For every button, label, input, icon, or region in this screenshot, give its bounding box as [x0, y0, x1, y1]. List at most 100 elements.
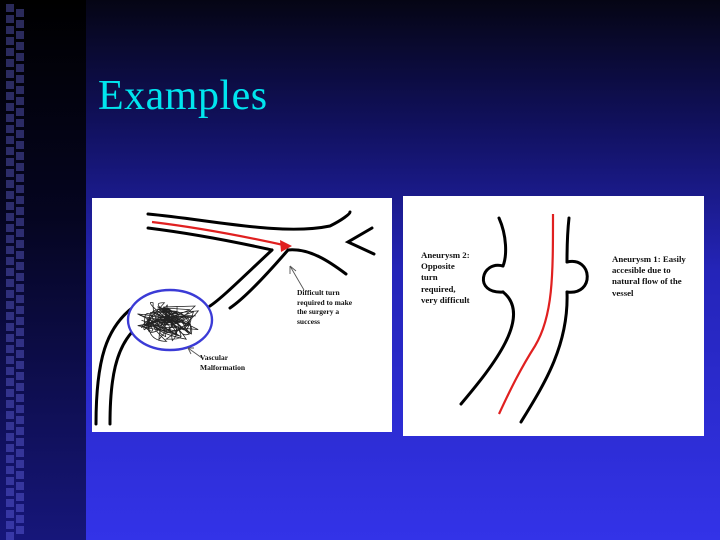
decor-square: [16, 152, 24, 160]
decor-square: [6, 257, 14, 265]
decor-square: [6, 147, 14, 155]
decor-square: [6, 92, 14, 100]
decor-square: [6, 180, 14, 188]
vessel-outer-wall: [94, 306, 134, 426]
decor-square: [6, 169, 14, 177]
decor-square: [6, 356, 14, 364]
decor-square: [16, 339, 24, 347]
decor-square: [6, 103, 14, 111]
aneurysm-1-bulge: [565, 259, 589, 294]
decor-square: [16, 262, 24, 270]
aneurysm-diagram: Aneurysm 2: Opposite turn required, very…: [403, 196, 704, 436]
decor-square: [6, 268, 14, 276]
decor-square: [16, 471, 24, 479]
decor-square: [6, 301, 14, 309]
decor-square: [16, 64, 24, 72]
vessel-inner-wall: [108, 328, 136, 426]
decor-square: [16, 372, 24, 380]
decor-square: [6, 125, 14, 133]
decor-square: [6, 202, 14, 210]
pointer-vascular: [187, 347, 203, 359]
decor-squares: [6, 0, 16, 540]
decor-square: [16, 229, 24, 237]
decor-square: [16, 515, 24, 523]
red-path-line: [498, 213, 555, 415]
decor-square: [6, 136, 14, 144]
decor-square: [16, 394, 24, 402]
decor-square: [6, 400, 14, 408]
difficult-turn-label: Difficult turn required to make the surg…: [297, 288, 353, 326]
decor-square: [6, 59, 14, 67]
decor-square: [6, 477, 14, 485]
decor-square: [6, 367, 14, 375]
decor-square: [16, 174, 24, 182]
decor-square: [16, 86, 24, 94]
decor-square: [16, 251, 24, 259]
vascular-malformation-diagram: Difficult turn required to make the surg…: [92, 198, 392, 432]
malformation-squiggle: [137, 302, 200, 342]
decor-square: [16, 460, 24, 468]
decor-square: [6, 488, 14, 496]
decor-square: [16, 130, 24, 138]
decor-square: [6, 235, 14, 243]
decor-square: [16, 416, 24, 424]
vessel-descending-left: [208, 248, 274, 308]
right-wall-top: [565, 216, 571, 264]
decor-square: [6, 312, 14, 320]
red-arrowhead: [280, 240, 292, 252]
pointer-difficult-turn: [289, 265, 305, 291]
diagram-1-drawing: [94, 210, 376, 426]
decor-square: [16, 163, 24, 171]
decor-square: [6, 158, 14, 166]
decor-square: [16, 185, 24, 193]
left-wall-top: [497, 216, 508, 268]
vessel-descending-right: [228, 248, 290, 310]
decor-squares: [16, 0, 26, 540]
decor-square: [16, 42, 24, 50]
decor-square: [16, 196, 24, 204]
aneurysm-1-label: Aneurysm 1: Easily accesible due to natu…: [612, 254, 686, 298]
decor-square: [16, 9, 24, 17]
decor-square: [6, 389, 14, 397]
right-wall-bottom: [519, 290, 569, 424]
vascular-malformation-label: Vascular Malformation: [200, 353, 245, 372]
decor-square: [16, 405, 24, 413]
decor-square: [6, 4, 14, 12]
decor-square: [16, 295, 24, 303]
decor-square: [16, 526, 24, 534]
decor-square: [6, 213, 14, 221]
decor-square: [6, 345, 14, 353]
decor-square: [16, 75, 24, 83]
decor-square: [6, 224, 14, 232]
decor-square: [16, 383, 24, 391]
decor-square: [16, 306, 24, 314]
malformation-tangle: [137, 302, 200, 342]
decor-square: [16, 317, 24, 325]
decor-square: [6, 455, 14, 463]
decor-square: [16, 207, 24, 215]
decor-square: [6, 499, 14, 507]
decor-square: [6, 323, 14, 331]
decor-square: [6, 334, 14, 342]
decor-square: [16, 482, 24, 490]
left-wall-bottom: [459, 290, 516, 406]
decor-square: [6, 279, 14, 287]
decor-square: [6, 70, 14, 78]
decor-square: [16, 284, 24, 292]
decor-square: [16, 108, 24, 116]
decor-square: [6, 521, 14, 529]
decor-square: [6, 510, 14, 518]
vessel-fork: [344, 226, 376, 256]
decor-square: [16, 53, 24, 61]
decor-square: [16, 328, 24, 336]
decor-square: [6, 466, 14, 474]
decor-square: [16, 273, 24, 281]
decor-square: [6, 26, 14, 34]
decor-square: [6, 444, 14, 452]
decor-square: [16, 240, 24, 248]
red-path-line: [151, 220, 289, 248]
decor-square: [16, 97, 24, 105]
decor-square: [6, 81, 14, 89]
aneurysm-2-bulge: [482, 263, 505, 294]
